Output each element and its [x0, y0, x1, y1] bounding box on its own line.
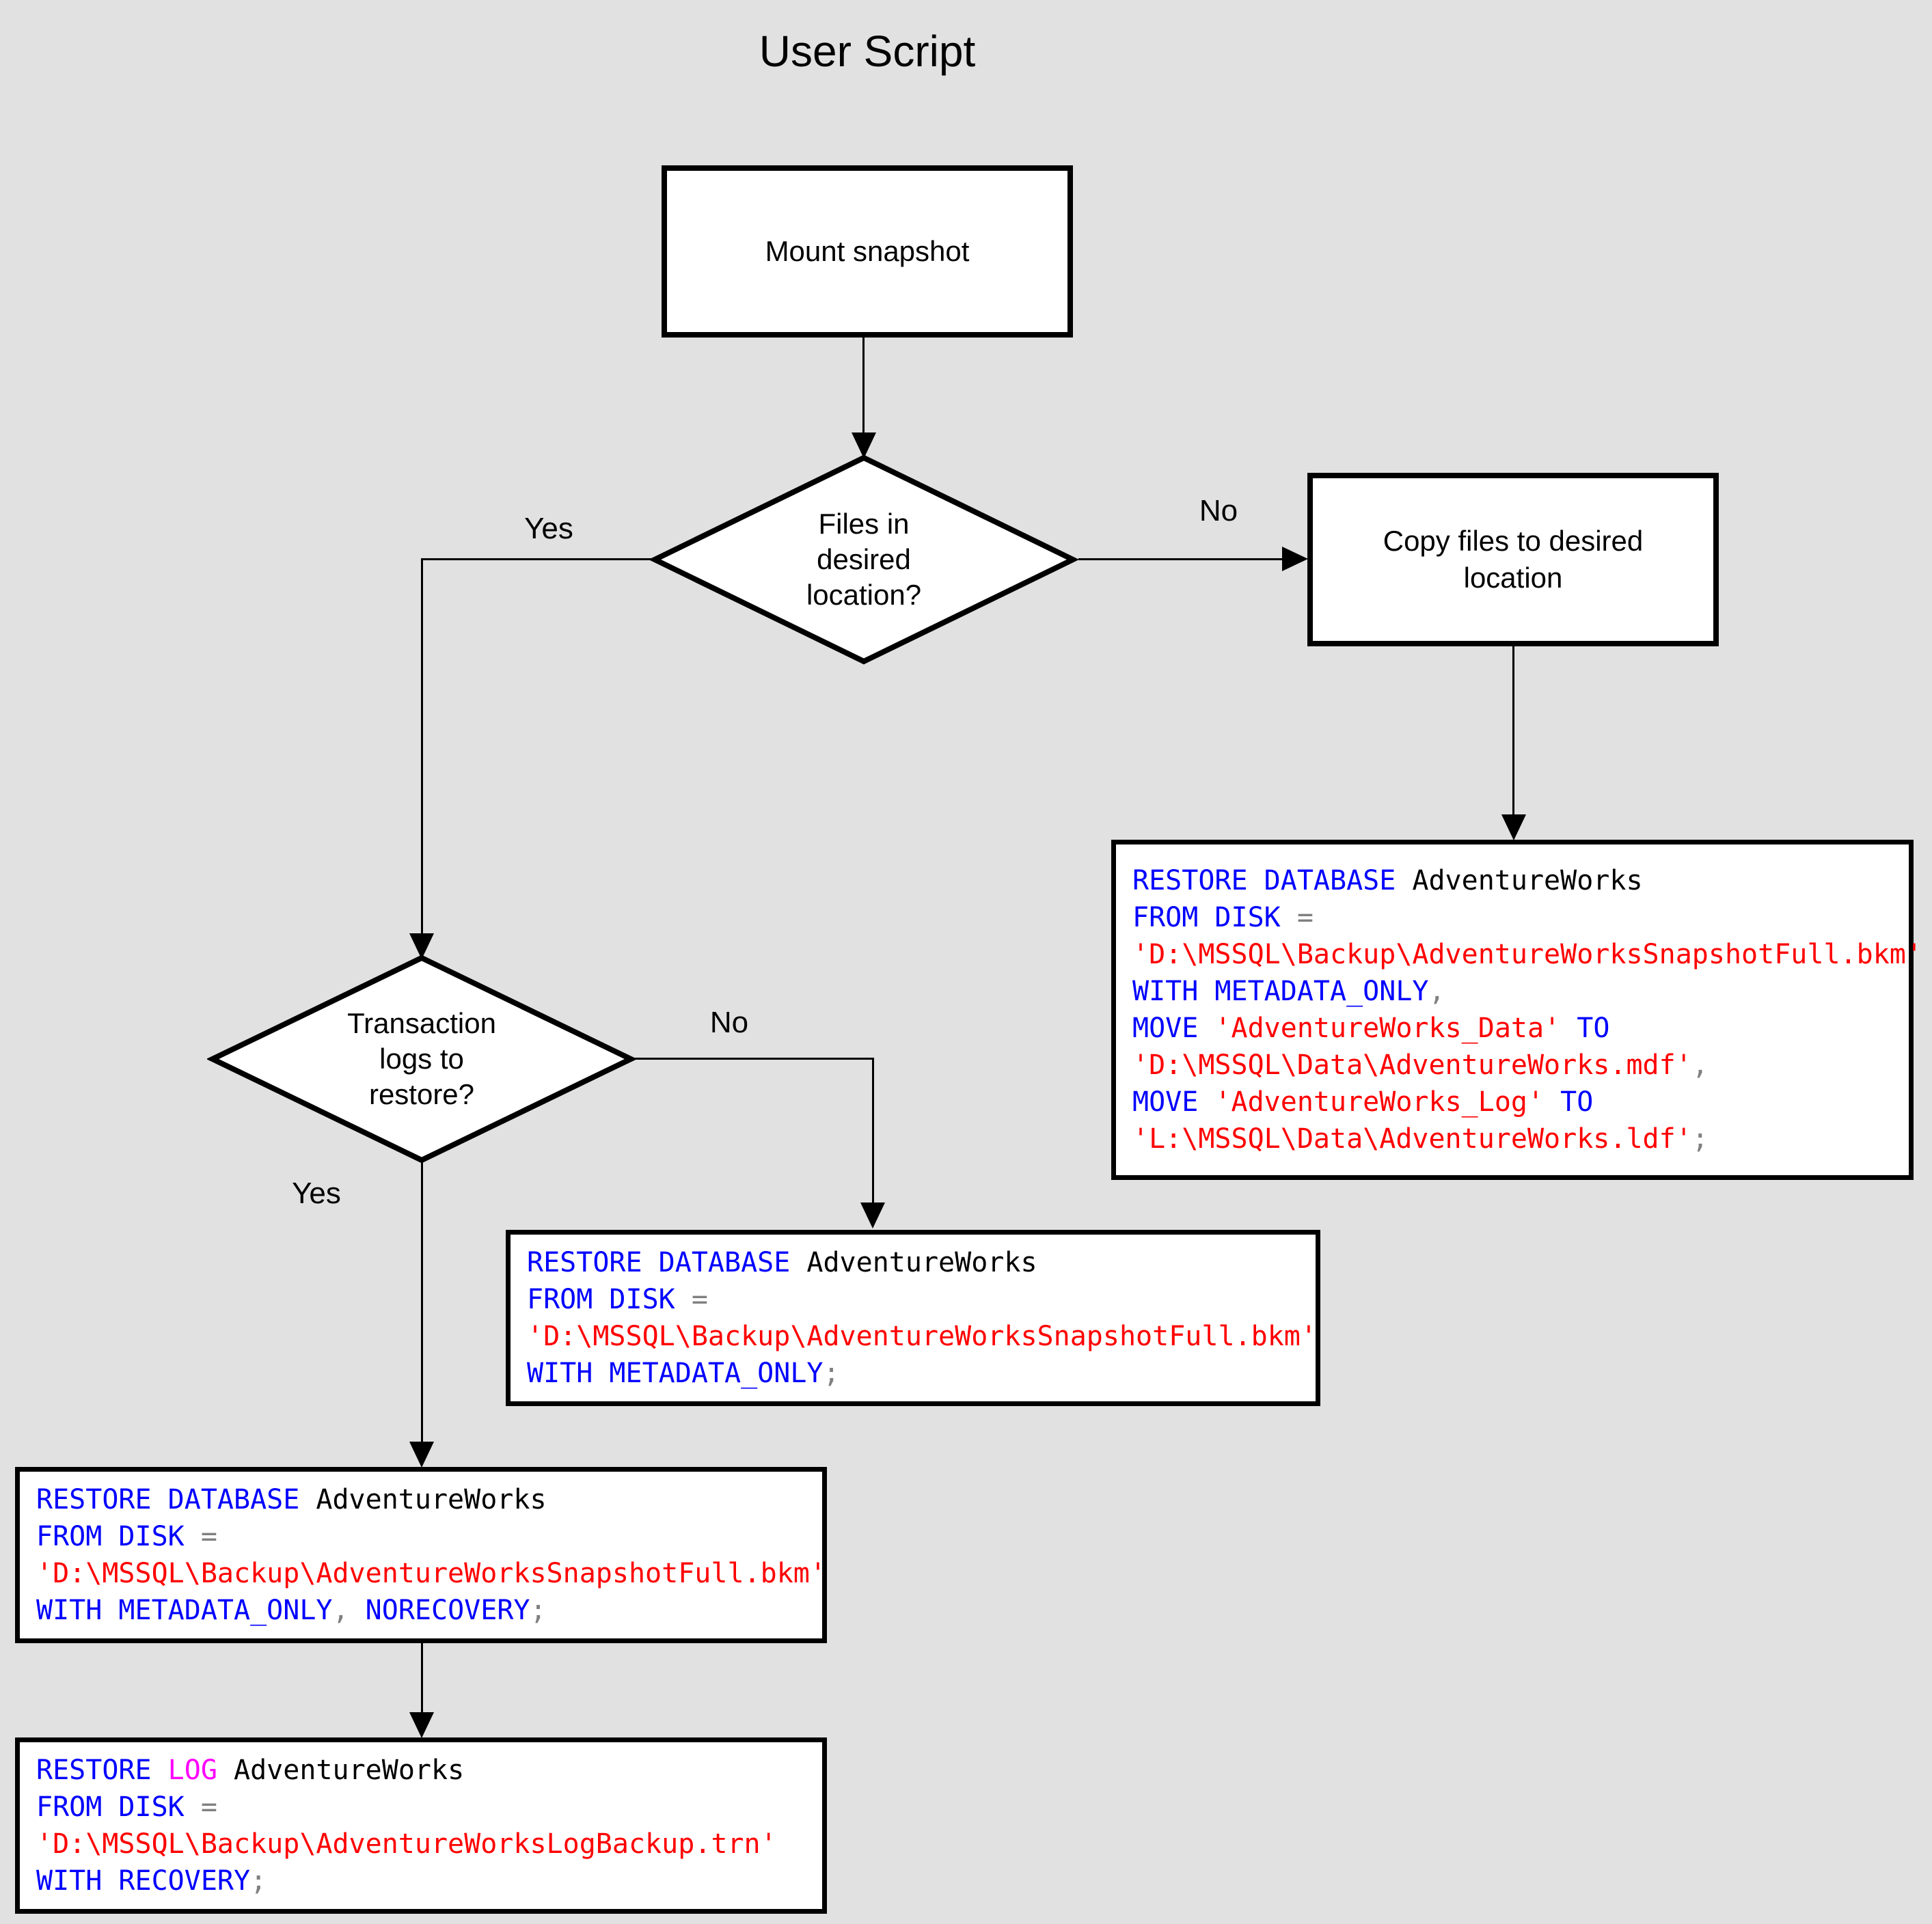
- page-title: User Script: [759, 27, 976, 76]
- connector-norecovery-to-log: [421, 1643, 423, 1713]
- arrowhead-into-restore-metadata: [860, 1202, 885, 1228]
- node-mount-snapshot-label: Mount snapshot: [765, 235, 970, 267]
- connector-copy-to-restore-move: [1512, 646, 1514, 815]
- decision-logs-line-3: restore?: [368, 1078, 475, 1110]
- code-line: WITH METADATA_ONLY, NORECOVERY;: [36, 1595, 547, 1626]
- code-line: MOVE 'AdventureWorks_Log' TO: [1132, 1086, 1594, 1118]
- code-line: RESTORE DATABASE AdventureWorks: [527, 1247, 1037, 1278]
- code-line: 'D:\MSSQL\Data\AdventureWorks.mdf',: [1132, 1049, 1709, 1081]
- code-line: 'L:\MSSQL\Data\AdventureWorks.ldf';: [1132, 1123, 1709, 1155]
- code-line: 'D:\MSSQL\Backup\AdventureWorksSnapshotF…: [36, 1558, 826, 1589]
- connector-logs-no-horizontal: [630, 1058, 874, 1060]
- code-line: RESTORE LOG AdventureWorks: [36, 1755, 465, 1786]
- decision-files-in-location-label: Files in desired location?: [693, 482, 1035, 637]
- code-line: WITH METADATA_ONLY,: [1132, 976, 1445, 1007]
- code-line: 'D:\MSSQL\Backup\AdventureWorksSnapshotF…: [1132, 939, 1922, 970]
- code-line: WITH METADATA_ONLY;: [527, 1358, 840, 1389]
- connector-files-yes-horizontal: [422, 558, 657, 560]
- node-copy-files-label: Copy files to desired location: [1383, 525, 1644, 594]
- connector-files-no: [1078, 558, 1283, 560]
- decision-files-line-2: desired: [817, 543, 911, 575]
- code-line: MOVE 'AdventureWorks_Data' TO: [1132, 1013, 1610, 1044]
- code-line: 'D:\MSSQL\Backup\AdventureWorksLogBackup…: [36, 1828, 777, 1860]
- code-line: FROM DISK =: [36, 1791, 217, 1823]
- edge-label-files-yes: Yes: [524, 512, 573, 545]
- connector-files-yes-vertical: [421, 558, 423, 934]
- code-line: 'D:\MSSQL\Backup\AdventureWorksSnapshotF…: [527, 1321, 1317, 1352]
- arrowhead-into-copy-files: [1282, 547, 1308, 571]
- edge-label-files-no: No: [1199, 494, 1238, 527]
- decision-files-line-3: location?: [806, 579, 922, 611]
- connector-mount-to-files-decision: [862, 338, 865, 435]
- decision-files-in-location-shape: [649, 454, 1078, 665]
- edge-label-logs-no: No: [709, 1006, 749, 1039]
- node-mount-snapshot: Mount snapshot: [662, 165, 1073, 338]
- connector-logs-yes: [421, 1159, 423, 1442]
- code-line: WITH RECOVERY;: [36, 1865, 267, 1897]
- code-line: RESTORE DATABASE AdventureWorks: [36, 1484, 547, 1515]
- node-copy-files: Copy files to desired location: [1307, 473, 1719, 646]
- code-line: FROM DISK =: [527, 1284, 708, 1315]
- decision-transaction-logs-label: Transaction logs to restore?: [251, 982, 593, 1136]
- connector-logs-no-vertical: [872, 1058, 874, 1203]
- code-line: FROM DISK =: [1132, 902, 1314, 933]
- code-line: RESTORE DATABASE AdventureWorks: [1132, 865, 1643, 896]
- code-line: FROM DISK =: [36, 1521, 217, 1552]
- decision-logs-line-1: Transaction: [347, 1007, 496, 1039]
- arrowhead-into-restore-move: [1501, 814, 1526, 840]
- arrowhead-into-restore-norecovery: [409, 1442, 434, 1468]
- decision-files-line-1: Files in: [818, 508, 910, 540]
- edge-label-logs-yes: Yes: [292, 1177, 341, 1210]
- arrowhead-into-restore-log: [409, 1712, 434, 1738]
- decision-logs-line-2: logs to: [379, 1043, 464, 1075]
- arrowhead-into-files-decision: [852, 432, 876, 458]
